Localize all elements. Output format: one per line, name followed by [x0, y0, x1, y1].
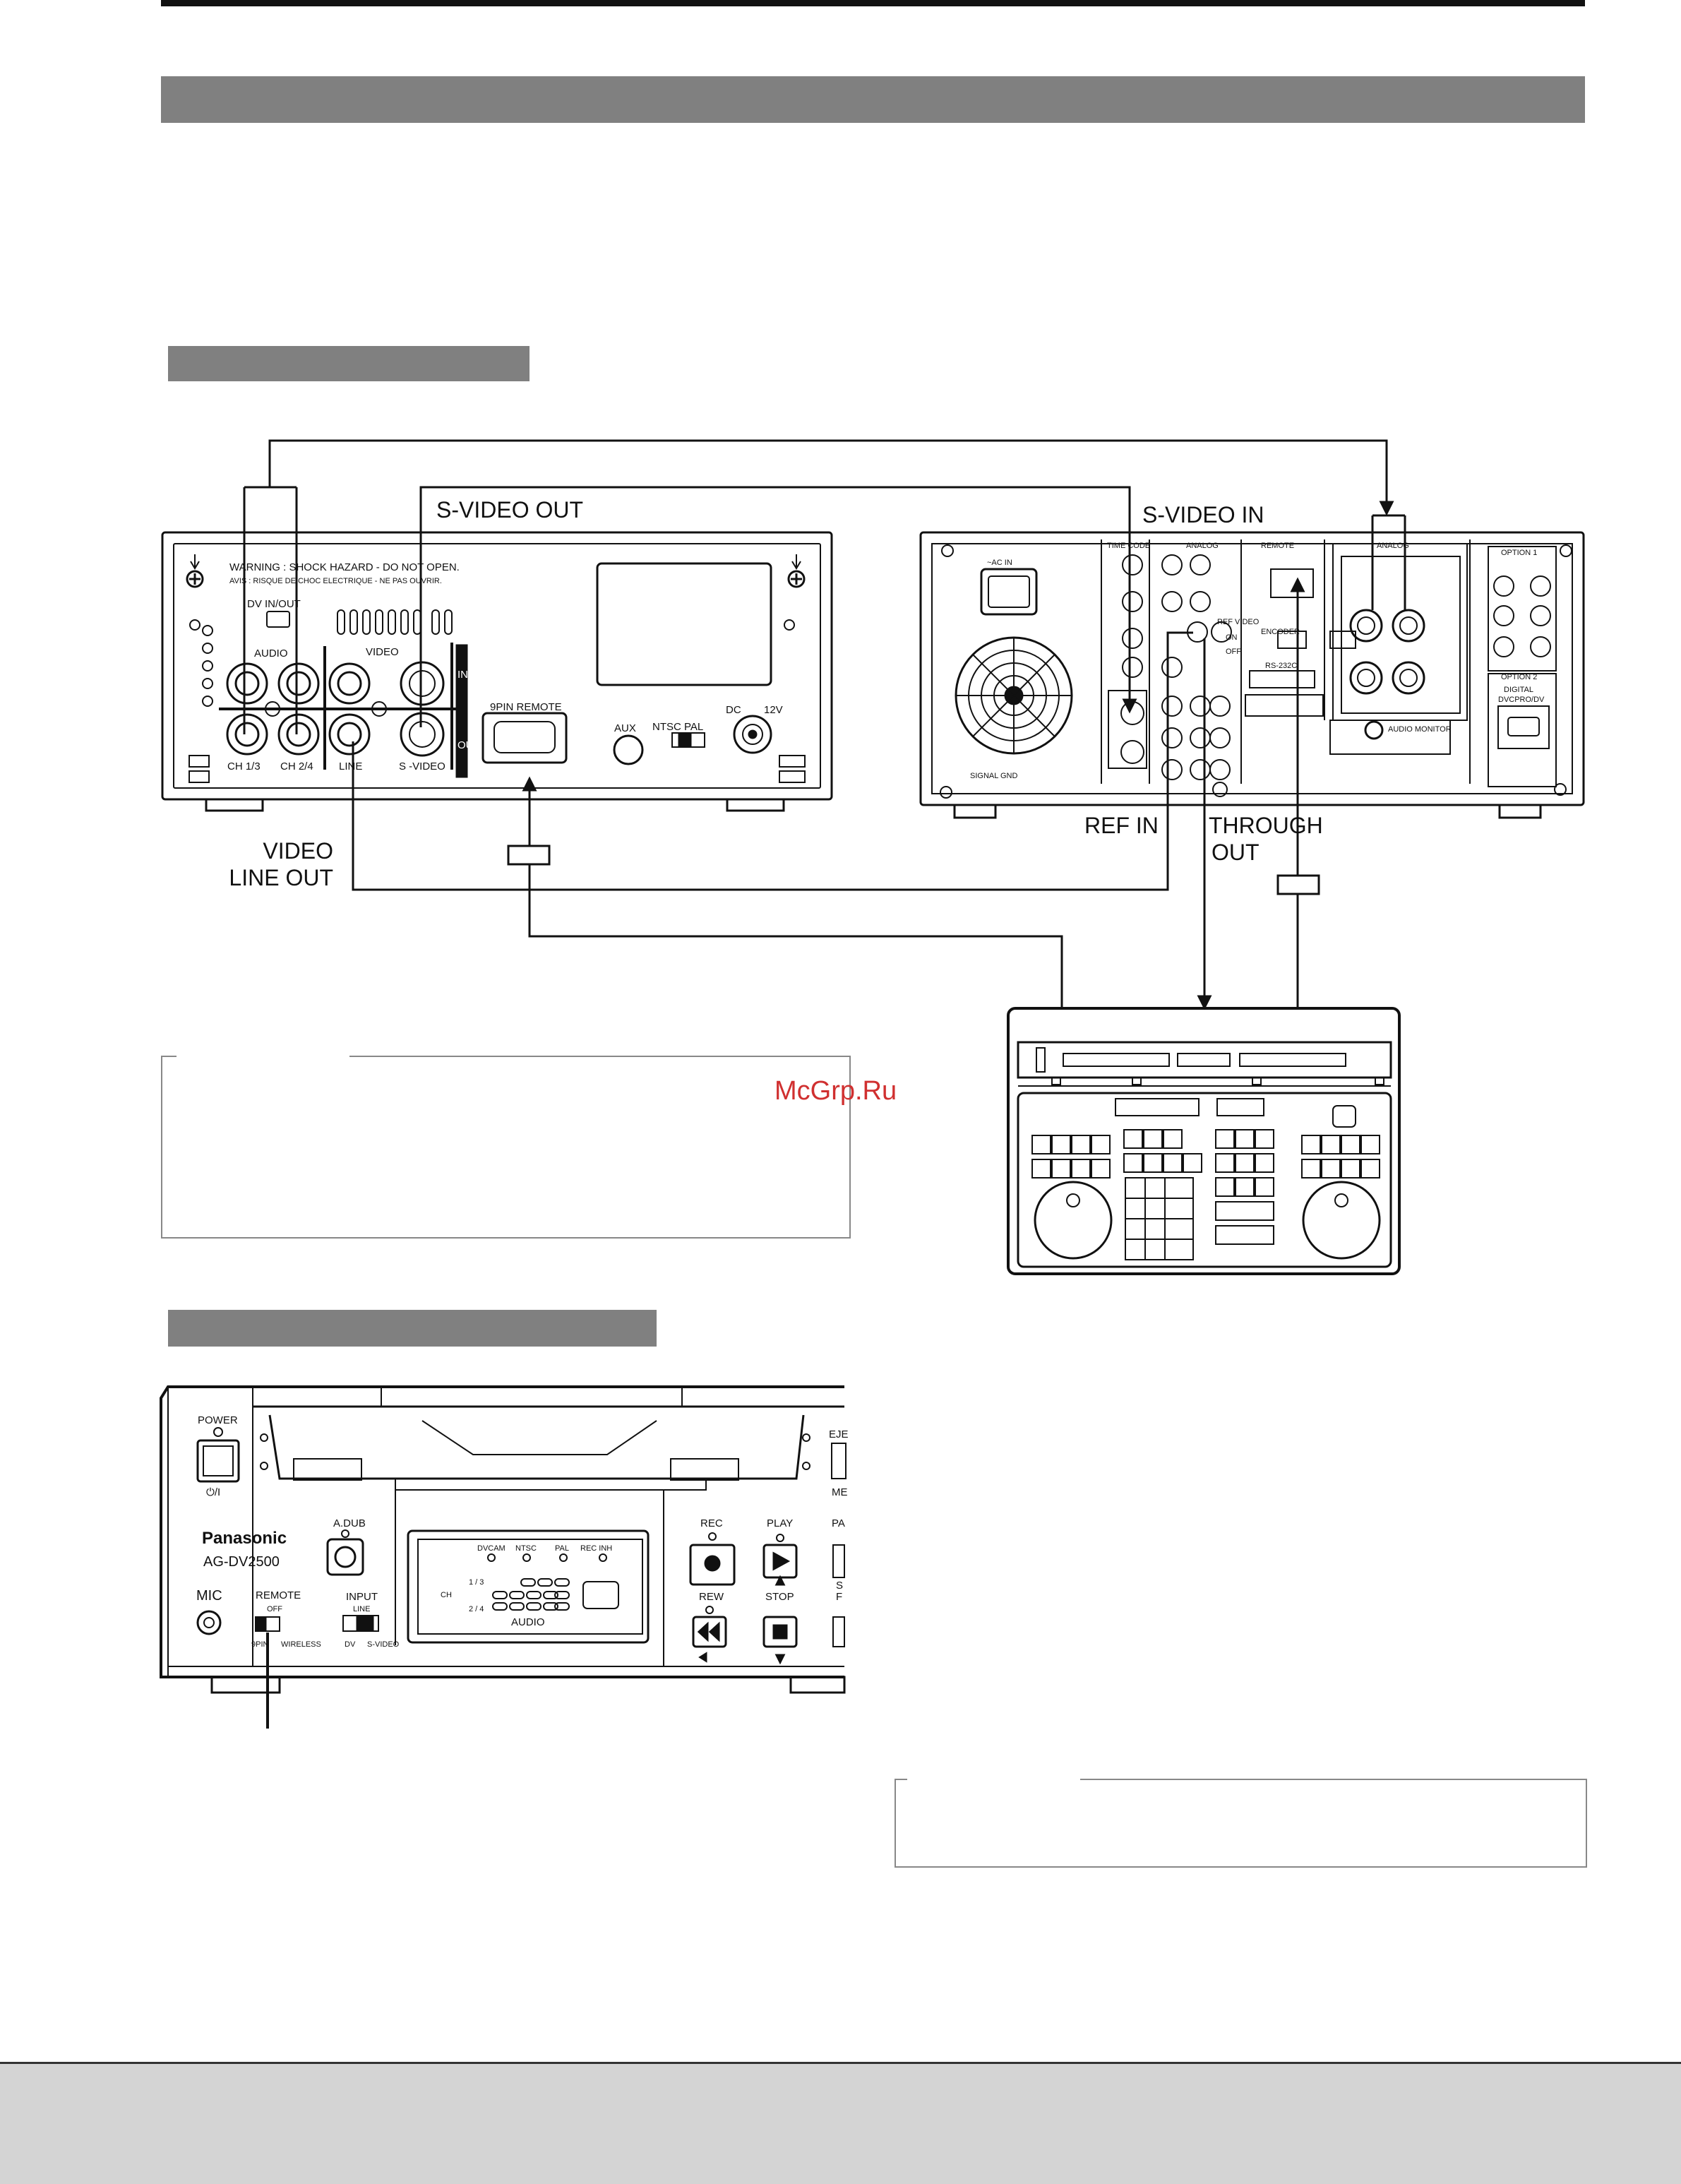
through-out-label-1: THROUGH — [1209, 813, 1323, 838]
section-bar-settings — [168, 1310, 657, 1347]
ch24-label: CH 2/4 — [280, 760, 313, 772]
ninepin-label: 9PIN — [251, 1640, 269, 1649]
input-label: INPUT — [346, 1591, 378, 1603]
power-label: POWER — [198, 1414, 238, 1426]
line-label: LINE — [339, 760, 362, 772]
ch-label: CH — [441, 1591, 452, 1599]
option2-label: OPTION 2 — [1501, 673, 1537, 681]
ntsc-label: NTSC — [515, 1544, 537, 1553]
adub-label: A.DUB — [333, 1517, 366, 1529]
diagram-callouts: S-VIDEO OUT S-VIDEO IN VIDEO LINE OUT RE… — [229, 497, 1322, 1106]
twelve-v-label: 12V — [764, 704, 783, 716]
eject-label: EJE — [829, 1428, 849, 1440]
audio-label: AUDIO — [254, 648, 288, 660]
connection-lines — [243, 439, 1406, 1010]
ch13-label: CH 1/3 — [227, 760, 261, 772]
front-panel-labels: POWER ⏻/I Panasonic AG-DV2500 MIC REMOTE… — [196, 1414, 849, 1649]
aux-label: AUX — [614, 722, 636, 734]
dvcam-label: DVCAM — [477, 1544, 506, 1553]
ch13-meter-label: 1 / 3 — [469, 1578, 484, 1587]
avis-text: AVIS : RISQUE DE CHOC ELECTRIQUE - NE PA… — [229, 577, 442, 585]
input-svideo-label: S-VIDEO — [367, 1640, 400, 1649]
menu-label: ME — [832, 1486, 848, 1498]
footer-band — [0, 2062, 1681, 2184]
out-label: OUT — [457, 739, 480, 751]
ref-on-label: ON — [1226, 633, 1238, 642]
pause-label: PA — [832, 1517, 845, 1529]
header-band — [161, 76, 1585, 123]
vtr-rear-panel — [161, 531, 833, 812]
svideo-out-label: S-VIDEO OUT — [436, 497, 583, 523]
input-line-label: LINE — [353, 1605, 370, 1613]
remote-label: REMOTE — [256, 1589, 301, 1601]
rew-label: REW — [699, 1591, 724, 1603]
encoder-label: ENCODER — [1261, 628, 1300, 636]
deck-rear-labels: ~AC IN TIME CODE ANALOG REMOTE ANALOG OP… — [970, 542, 1545, 780]
audio-monitor-label: AUDIO MONITOR — [1388, 725, 1452, 734]
ac-in-label: ~AC IN — [987, 559, 1012, 567]
rec-inh-label: REC INH — [580, 1544, 612, 1553]
ref-off-label: OFF — [1226, 648, 1241, 656]
f-label: F — [836, 1591, 842, 1603]
dv-in-out-label: DV IN/OUT — [247, 598, 301, 610]
signal-gnd-label: SIGNAL GND — [970, 772, 1017, 780]
top-rule — [161, 0, 1585, 6]
mic-label: MIC — [196, 1588, 222, 1604]
note-box-1-gap — [177, 1053, 349, 1057]
video-line-out-label-2: LINE OUT — [229, 865, 333, 890]
dc-label: DC — [726, 704, 741, 716]
remote-off-label: OFF — [267, 1605, 282, 1613]
note-box-1 — [161, 1056, 851, 1239]
video-line-out-label-1: VIDEO — [263, 838, 333, 864]
rs232c-label: RS-232C — [1265, 662, 1297, 670]
rec-label: REC — [700, 1517, 723, 1529]
pal-label: PAL — [555, 1544, 569, 1553]
front-audio-label: AUDIO — [511, 1616, 545, 1628]
remote-label: REMOTE — [1261, 542, 1294, 550]
stop-label: STOP — [765, 1591, 794, 1603]
note-box-2-gap — [907, 1776, 1080, 1780]
warning-text: WARNING : SHOCK HAZARD - DO NOT OPEN. — [229, 561, 460, 573]
ch24-meter-label: 2 / 4 — [469, 1605, 484, 1613]
through-out-label-2: OUT — [1212, 840, 1260, 865]
dvcpro-label: DVCPRO/DV — [1498, 696, 1545, 704]
digital-label: DIGITAL — [1504, 686, 1533, 694]
ninepin-label: 9PIN REMOTE — [490, 701, 562, 713]
ntsc-pal-label: NTSC PAL — [652, 721, 703, 733]
dv-label: DV — [345, 1640, 356, 1649]
edit-controller — [1007, 1007, 1401, 1275]
power-symbol-label: ⏻/I — [206, 1486, 220, 1498]
svideo-in-label: S-VIDEO IN — [1142, 502, 1264, 527]
play-label: PLAY — [767, 1517, 793, 1529]
vtr-rear-labels: WARNING : SHOCK HAZARD - DO NOT OPEN. AV… — [227, 561, 783, 772]
brand-label: Panasonic — [202, 1529, 287, 1548]
option1-label: OPTION 1 — [1501, 549, 1537, 557]
s-label: S — [836, 1580, 843, 1592]
deck-rear-panel — [919, 531, 1585, 819]
front-panel — [160, 1385, 847, 1729]
note-box-2 — [895, 1779, 1587, 1868]
section-bar-connection — [168, 346, 530, 381]
model-label: AG-DV2500 — [203, 1554, 280, 1570]
ref-in-label: REF IN — [1084, 813, 1159, 838]
in-label: IN — [457, 669, 468, 681]
video-label: VIDEO — [366, 646, 399, 658]
watermark: McGrp.Ru — [774, 1076, 897, 1106]
ref-video-label: REF VIDEO — [1217, 618, 1260, 626]
analog-label: ANALOG — [1186, 542, 1219, 550]
analog-audio-label: ANALOG — [1377, 542, 1409, 550]
svideo-label: S -VIDEO — [399, 760, 445, 772]
wireless-label: WIRELESS — [281, 1640, 321, 1649]
